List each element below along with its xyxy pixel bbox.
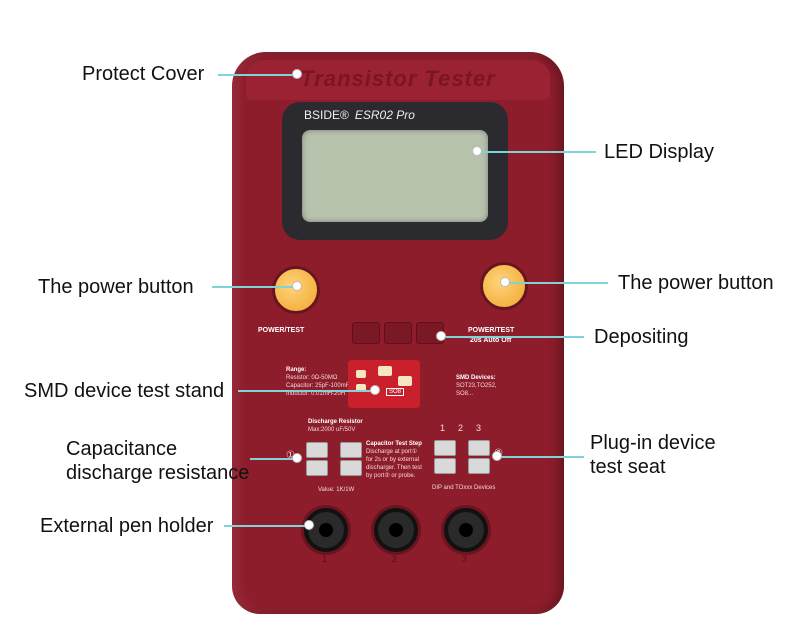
seat-number-3: 3 xyxy=(476,423,482,433)
range-title: Range: xyxy=(286,367,307,373)
plugin-seat-left[interactable] xyxy=(434,440,456,456)
discharge-value: Value: 1K/1W xyxy=(318,487,355,493)
cap-step-3: discharger. Then test xyxy=(366,465,422,471)
leader-dot xyxy=(304,520,314,530)
transistor-tester-device: Transistor Tester BSIDE® ESR02 Pro POWER/… xyxy=(232,52,564,614)
cap-step-1: Discharge at port① xyxy=(366,449,418,455)
leader-dot xyxy=(472,146,482,156)
leader-dot xyxy=(292,69,302,79)
smd-pad xyxy=(378,366,392,376)
cap-step-2: for 2s or by external xyxy=(366,457,420,463)
cover-text: Transistor Tester xyxy=(300,66,496,91)
leader-dot xyxy=(292,453,302,463)
smd-test-stand[interactable]: SO8 xyxy=(348,360,420,408)
seat-number-1: 1 xyxy=(440,423,446,433)
callout-pen-holder: External pen holder xyxy=(40,515,214,537)
port-1-label: ① xyxy=(286,450,295,461)
leader-dot xyxy=(492,451,502,461)
smd-pad xyxy=(356,384,366,392)
callout-smd-stand: SMD device test stand xyxy=(24,380,225,402)
deposit-slot-1 xyxy=(352,322,380,344)
screen-bezel: BSIDE® ESR02 Pro xyxy=(282,102,508,240)
range-block: Range: Resistor: 0Ω-50MΩ Capacitor: 25pF… xyxy=(286,366,349,398)
power-left-label: POWER/TEST xyxy=(258,327,305,334)
pen-jack-1[interactable] xyxy=(304,508,348,552)
callout-depositing: Depositing xyxy=(594,326,689,348)
leader-smd-stand xyxy=(238,390,376,392)
leader-pen-holder xyxy=(224,525,308,527)
smd-devices-list: SOT23,TO252, xyxy=(456,383,497,389)
discharge-block: Discharge Resistor Max:2000 uF/50V xyxy=(308,418,363,434)
jack-label-3: 3 xyxy=(462,554,468,564)
callout-protect-cover: Protect Cover xyxy=(82,63,205,85)
discharge-socket-left-lower[interactable] xyxy=(306,460,328,476)
range-resistor: Resistor: 0Ω-50MΩ xyxy=(286,375,338,381)
smd-devices-block: SMD Devices: SOT23,TO252, SO8... xyxy=(456,374,497,398)
leader-led-display xyxy=(478,151,596,153)
discharge-socket-left[interactable] xyxy=(306,442,328,458)
leader-power-right xyxy=(504,282,608,284)
callout-power-right: The power button xyxy=(618,272,774,294)
brand-name: BSIDE® xyxy=(304,108,349,122)
smd-devices-title: SMD Devices: xyxy=(456,375,496,381)
lcd-display xyxy=(302,130,488,222)
leader-protect-cover xyxy=(218,74,296,76)
model-name: ESR02 Pro xyxy=(354,108,415,122)
pen-jack-2[interactable] xyxy=(374,508,418,552)
smd-pad xyxy=(398,376,412,386)
callout-power-left: The power button xyxy=(38,276,194,298)
auto-off-label: 20s Auto Off xyxy=(470,337,512,344)
discharge-socket-right-lower[interactable] xyxy=(340,460,362,476)
seat-number-2: 2 xyxy=(458,423,464,433)
cap-step-title: Capacitor Test Step xyxy=(366,441,422,447)
plugin-seat-right-lower[interactable] xyxy=(468,458,490,474)
callout-plugin-seat: Plug-in device test seat xyxy=(590,432,716,478)
leader-dot xyxy=(436,331,446,341)
jack-label-2: 2 xyxy=(392,554,398,564)
discharge-title: Discharge Resistor xyxy=(308,419,363,425)
range-capacitor: Capacitor: 25pF-100mF xyxy=(286,383,350,389)
range-inductor: Inductor: 0.01mH-20H xyxy=(286,391,346,397)
discharge-max: Max:2000 uF/50V xyxy=(308,427,356,433)
leader-depositing xyxy=(440,336,584,338)
discharge-socket-right[interactable] xyxy=(340,442,362,458)
deposit-slot-2 xyxy=(384,322,412,344)
leader-power-left xyxy=(212,286,296,288)
callout-cap-discharge: Capacitance discharge resistance xyxy=(66,438,250,484)
callout-led-display: LED Display xyxy=(604,141,715,163)
plugin-seat-left-lower[interactable] xyxy=(434,458,456,474)
leader-dot xyxy=(500,277,510,287)
leader-cap-discharge xyxy=(250,458,296,460)
smd-pad xyxy=(356,370,366,378)
leader-dot xyxy=(292,281,302,291)
dip-label: DIP and TOxxx Devices xyxy=(432,485,496,491)
protect-cover: Transistor Tester xyxy=(246,60,550,100)
plugin-seat-right[interactable] xyxy=(468,440,490,456)
cap-step-4: by port② or probe. xyxy=(366,473,416,479)
cap-step-block: Capacitor Test Step Discharge at port① f… xyxy=(366,440,422,480)
smd-label: SO8 xyxy=(386,388,405,396)
power-right-label: POWER/TEST xyxy=(468,327,515,334)
brand-label: BSIDE® ESR02 Pro xyxy=(304,108,415,122)
jack-label-1: 1 xyxy=(322,554,328,564)
pen-jack-3[interactable] xyxy=(444,508,488,552)
smd-devices-more: SO8... xyxy=(456,391,474,397)
leader-plugin-seat xyxy=(496,456,584,458)
leader-dot xyxy=(370,385,380,395)
